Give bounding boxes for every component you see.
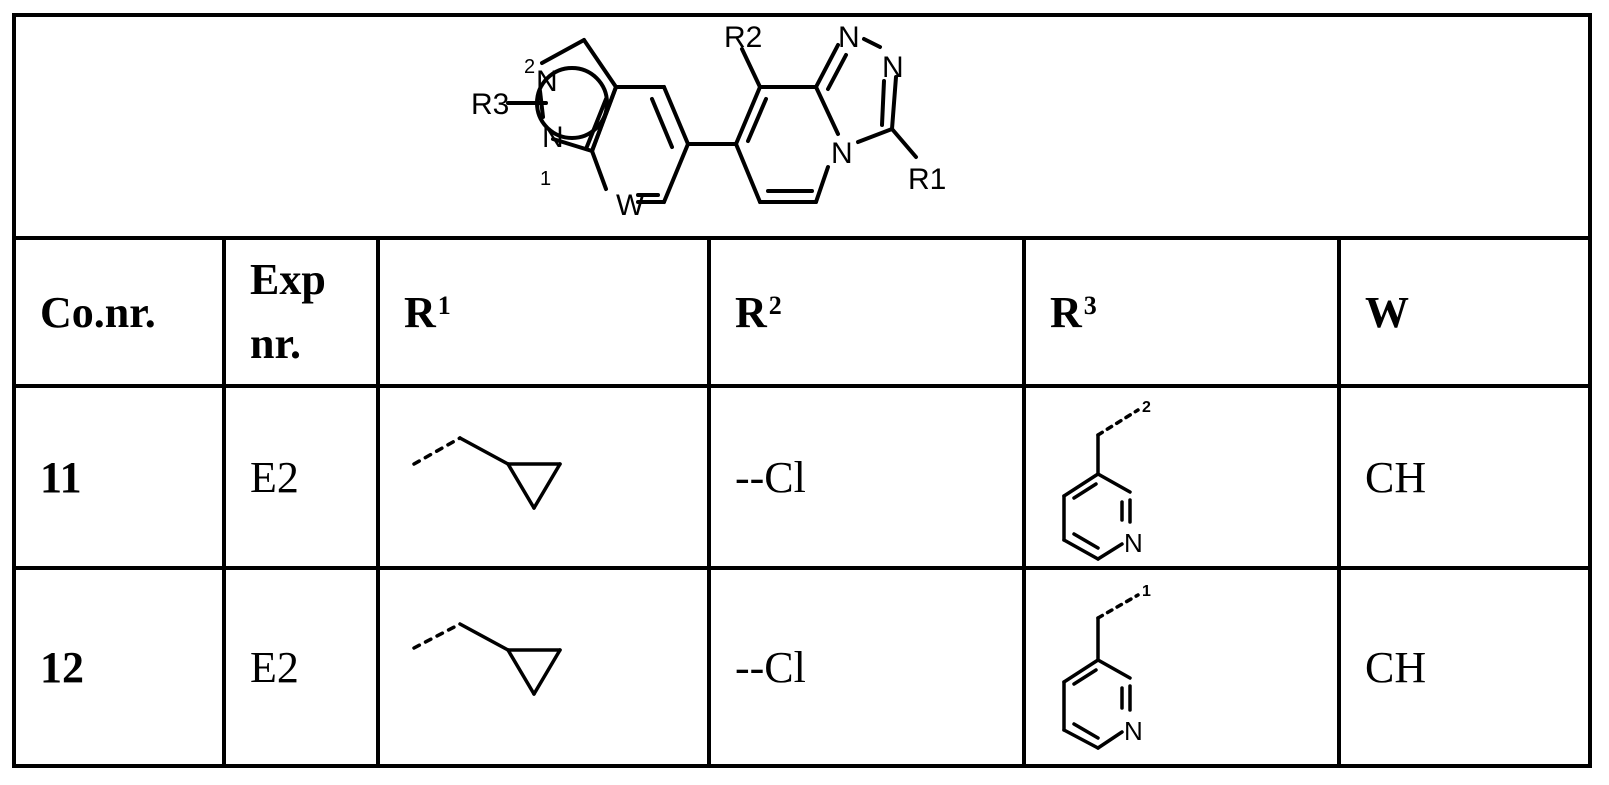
co-nr-cell: 12 (16, 570, 222, 764)
r2-value: --Cl (735, 452, 806, 502)
triazole-n-right-label: N (882, 51, 904, 84)
w-cell: CH (1337, 570, 1588, 764)
co-nr-value: 12 (40, 642, 84, 692)
co-nr-value: 11 (40, 452, 82, 502)
r1-label: R1 (908, 163, 946, 196)
exp-nr-value: E2 (250, 642, 299, 692)
exp-nr-cell: E2 (222, 388, 376, 566)
table-row: 11 E2 --Cl (16, 388, 1588, 570)
r2-label: R2 (724, 21, 762, 54)
r2-cell: --Cl (707, 388, 1022, 566)
w-cell: CH (1337, 388, 1588, 566)
header-exp-line1: Exp (250, 255, 326, 304)
r1-cell (376, 388, 707, 566)
header-r2-sup: 2 (768, 291, 782, 320)
pos1-label: 1 (540, 168, 551, 190)
header-w: W (1337, 240, 1588, 384)
table-row: 12 E2 --Cl (16, 570, 1588, 764)
r3-attachment-label: 2 (1142, 399, 1151, 416)
pyridin-3-ylmethyl-structure: 1 N (1062, 583, 1151, 750)
header-r2-label: R (735, 287, 767, 337)
header-w-label: W (1365, 287, 1409, 337)
triazole-n-left-label: N (838, 21, 860, 54)
compound-table: R3 N N 2 1 W R2 N N N R1 Co.nr. Exp nr. … (12, 13, 1592, 768)
r3-label: R3 (471, 88, 509, 121)
r3-cell: 1 N (1022, 570, 1337, 764)
cyclopropylmethyl-structure (412, 436, 562, 510)
general-structure-diagram: R3 N N 2 1 W R2 N N N R1 (471, 21, 946, 222)
r2-value: --Cl (735, 642, 806, 692)
header-r3-sup: 3 (1083, 291, 1097, 320)
n1-label: N (542, 121, 564, 154)
pyridin-3-ylmethyl-structure: 2 N (1062, 399, 1151, 561)
bridge-n-label: N (831, 137, 853, 170)
exp-nr-cell: E2 (222, 570, 376, 764)
w-label: W (616, 189, 645, 222)
w-value: CH (1365, 642, 1427, 692)
r2-cell: --Cl (707, 570, 1022, 764)
header-co-nr: Co.nr. (16, 240, 222, 384)
header-r3-label: R (1050, 287, 1082, 337)
r3-attachment-label: 1 (1142, 583, 1151, 600)
n2-label: N (536, 65, 558, 98)
r3-ring-n-label: N (1124, 716, 1143, 746)
exp-nr-value: E2 (250, 452, 299, 502)
pos2-label: 2 (524, 56, 535, 78)
r3-ring-n-label: N (1124, 528, 1143, 558)
header-exp-line2: nr. (250, 319, 301, 368)
co-nr-cell: 11 (16, 388, 222, 566)
header-r1-sup: 1 (437, 291, 451, 320)
cyclopropylmethyl-structure (412, 622, 562, 696)
header-exp-nr: Exp nr. (222, 240, 376, 384)
r1-cell (376, 570, 707, 764)
w-value: CH (1365, 452, 1427, 502)
header-co-nr-label: Co.nr. (40, 287, 156, 337)
general-structure-cell: R3 N N 2 1 W R2 N N N R1 (16, 17, 1588, 240)
header-r1-label: R (404, 287, 436, 337)
r3-cell: 2 N (1022, 388, 1337, 566)
